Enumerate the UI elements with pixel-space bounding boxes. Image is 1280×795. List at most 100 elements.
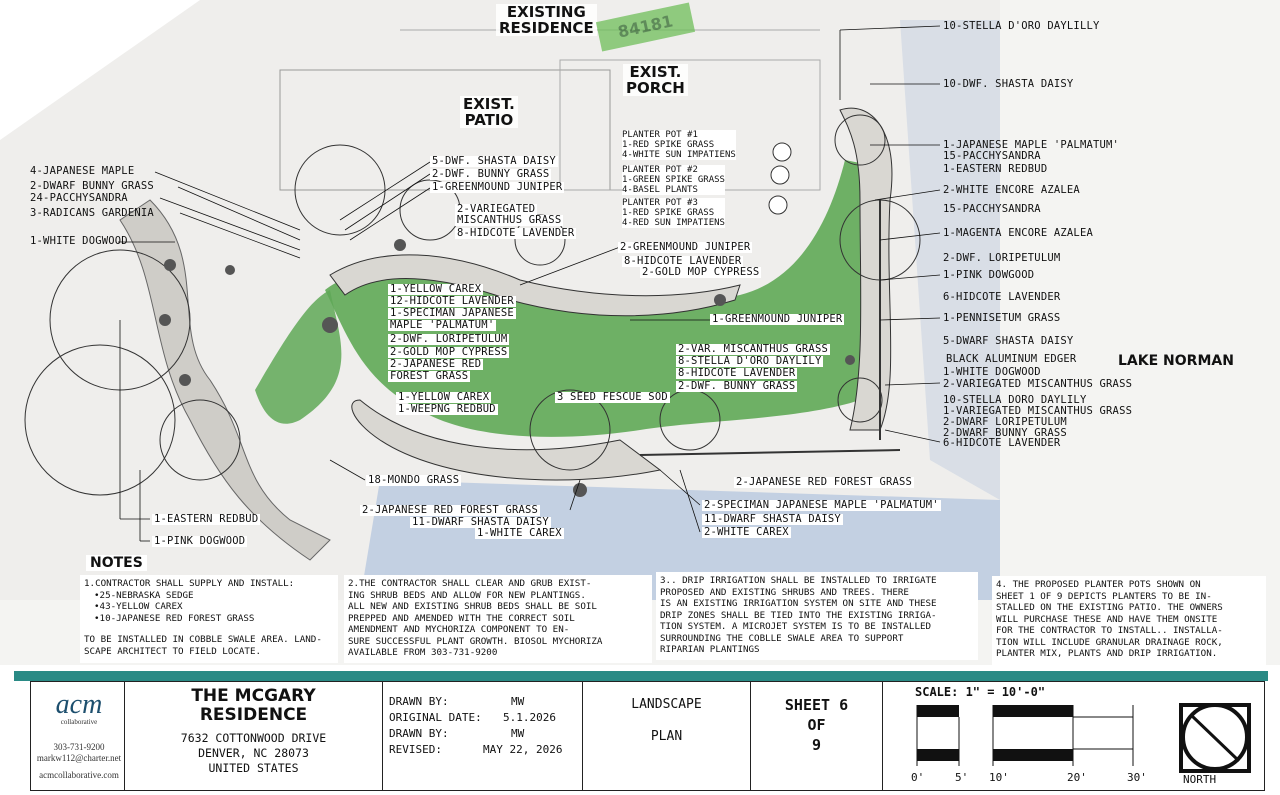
scale-tick-10: 10' xyxy=(989,771,1009,784)
plant-label: 1-EASTERN REDBUD xyxy=(943,163,1048,175)
plant-label: 1-PINK DOGWOOD xyxy=(152,535,248,547)
plant-label: 2-GOLD MOP CYPRESS xyxy=(640,266,762,278)
shrub xyxy=(845,355,855,365)
plant-label: 12-HIDCOTE LAVENDER xyxy=(388,295,516,307)
plant-label: 15-PACCHYSANDRA xyxy=(943,150,1041,162)
plant-label: 5-DWF. SHASTA DAISY xyxy=(430,155,558,167)
project-cell: THE MCGARY RESIDENCE 7632 COTTONWOOD DRI… xyxy=(124,681,382,791)
original-date-label: ORIGINAL DATE: xyxy=(389,711,482,724)
plant-label: 1-PINK DOWGOOD xyxy=(943,269,1035,281)
project-name-2: RESIDENCE xyxy=(199,705,308,725)
shrub xyxy=(394,239,406,251)
scale-tick-5: 5' xyxy=(955,771,969,784)
page-corner xyxy=(0,0,200,140)
plant-label: 6-HIDCOTE LAVENDER xyxy=(943,291,1061,303)
sheet-number-3: 9 xyxy=(811,736,822,754)
sheet-type-cell: LANDSCAPE PLAN xyxy=(582,681,750,791)
plant-label: 10-STELLA D'ORO DAYLILLY xyxy=(943,20,1100,32)
plant-label: 10-STELLA DORO DAYLILY xyxy=(943,394,1087,406)
company-web: acmcollaborative.com xyxy=(39,770,119,780)
drawing-info-cell: DRAWN BY: MW ORIGINAL DATE: 5.1.2026 DRA… xyxy=(382,681,582,791)
logo-sub: collaborative xyxy=(60,718,98,726)
sheet-number-cell: SHEET 6 OF 9 xyxy=(750,681,882,791)
plant-label: 11-DWARF SHASTA DAISY xyxy=(410,516,551,528)
plant-label: 2-VARIEGATED xyxy=(455,203,538,215)
plant-label: 5-DWARF SHASTA DAISY xyxy=(943,335,1074,347)
plant-label: 2-VAR. MISCANTHUS GRASS xyxy=(676,343,830,355)
exist-patio-label: EXIST. PATIO xyxy=(460,96,518,128)
title-frame xyxy=(30,681,1265,791)
scale-tick-30: 30' xyxy=(1127,771,1147,784)
address-3: UNITED STATES xyxy=(208,761,299,775)
bed-south xyxy=(351,399,662,481)
plant-label: 1-GREENMOUND JUNIPER xyxy=(430,181,565,193)
plant-label: 1-WEEPNG REDBUD xyxy=(396,403,498,415)
plant-label: 2-SPECIMAN JAPANESE MAPLE 'PALMATUM' xyxy=(702,499,941,511)
plant-label: 6-HIDCOTE LAVENDER xyxy=(943,437,1061,449)
planter-pots xyxy=(768,142,792,215)
planter-pot-3-label: PLANTER POT #3 1-RED SPIKE GRASS 4-RED S… xyxy=(622,198,725,228)
notes-title: NOTES xyxy=(86,555,147,571)
north-arrow-line xyxy=(1189,713,1241,763)
shrub xyxy=(322,317,338,333)
drawn-by-value: MW xyxy=(511,695,525,708)
water-edge xyxy=(900,20,1000,500)
plant-label: 1-EASTERN REDBUD xyxy=(152,513,261,525)
drawn-by-label: DRAWN BY: xyxy=(389,695,449,708)
plant-label: 11-DWARF SHASTA DAISY xyxy=(702,513,843,525)
tree-canopy xyxy=(837,377,883,423)
company-email: markw112@charter.net xyxy=(36,753,122,763)
plant-label: 1-SPECIMAN JAPANESE xyxy=(388,307,516,319)
plan-drawing xyxy=(0,0,1000,600)
planter-pot-2 xyxy=(770,165,790,185)
tree-canopy xyxy=(294,144,386,236)
leader-lines xyxy=(118,25,941,542)
plant-label: 2-GREENMOUND JUNIPER xyxy=(618,241,753,253)
north-label: NORTH xyxy=(1183,773,1217,786)
plant-label: 4-JAPANESE MAPLE xyxy=(30,165,135,177)
logo-mark: acm xyxy=(55,689,103,720)
plant-label: 1-PENNISETUM GRASS xyxy=(943,312,1061,324)
scale-tick-20: 20' xyxy=(1067,771,1087,784)
address-2: DENVER, NC 28073 xyxy=(198,746,309,760)
plant-label: 2-WHITE ENCORE AZALEA xyxy=(943,184,1080,196)
plant-label: 15-PACCHYSANDRA xyxy=(943,203,1041,215)
leader xyxy=(159,197,301,251)
bed-north xyxy=(329,254,741,317)
leader xyxy=(879,317,941,321)
shrub xyxy=(714,294,726,306)
sheet-type-2: PLAN xyxy=(650,729,683,744)
plant-label: 8-HIDCOTE LAVENDER xyxy=(455,227,577,239)
leader xyxy=(519,246,621,286)
scale-segment xyxy=(993,705,1073,717)
lake-label: LAKE NORMAN xyxy=(1118,353,1234,369)
revised-label: REVISED: xyxy=(389,743,442,756)
edger xyxy=(639,449,901,456)
scale-segment xyxy=(1072,716,1134,750)
drawn-by-2-value: MW xyxy=(511,727,525,740)
plant-label: 1-VARIEGATED MISCANTHUS GRASS xyxy=(943,405,1133,417)
scale-label: SCALE: 1" = 10'-0" xyxy=(915,685,1046,699)
planter-pot-1 xyxy=(772,142,792,162)
shrubs xyxy=(159,239,855,497)
leader xyxy=(879,232,941,241)
plant-label: 3 SEED FESCUE SOD xyxy=(555,391,670,403)
leader xyxy=(679,469,701,533)
leader xyxy=(874,189,941,201)
original-date-value: 5.1.2026 xyxy=(503,711,556,724)
title-band xyxy=(14,671,1268,681)
plant-label: 8-HIDCOTE LAVENDER xyxy=(676,367,798,379)
title-block: acm collaborative 303-731-9200 markw112@… xyxy=(0,667,1280,795)
plant-label: 2-JAPANESE RED FOREST GRASS xyxy=(734,476,915,488)
leader xyxy=(179,212,301,259)
note-2: 2.THE CONTRACTOR SHALL CLEAR AND GRUB EX… xyxy=(344,575,652,663)
leader xyxy=(839,25,941,31)
exist-porch-label: EXIST. PORCH xyxy=(623,64,688,96)
plant-label: 2-JAPANESE RED FOREST GRASS xyxy=(360,504,541,516)
scale-segment xyxy=(917,705,959,717)
plant-label: 2-WHITE CAREX xyxy=(702,526,791,538)
plant-label: 24-PACCHYSANDRA xyxy=(30,192,128,204)
planter-pot-1-label: PLANTER POT #1 1-RED SPIKE GRASS 4-WHITE… xyxy=(622,130,736,160)
drawn-by-2-label: DRAWN BY: xyxy=(389,727,449,740)
plant-label: 2-DWARF BUNNY GRASS xyxy=(30,180,154,192)
